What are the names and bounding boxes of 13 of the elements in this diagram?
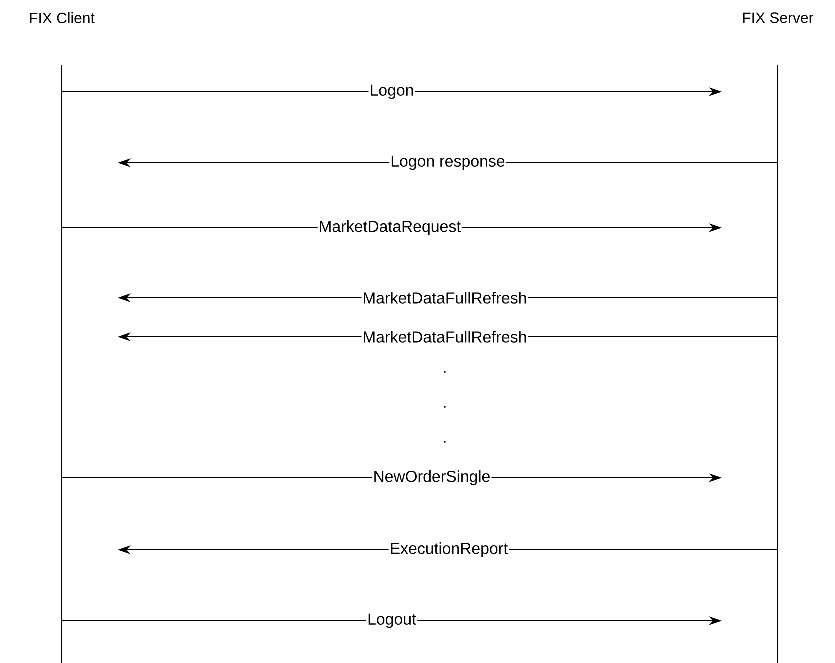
participant-label: FIX Server	[743, 12, 814, 24]
edge-label: MarketDataRequest	[318, 220, 462, 236]
edge-label: MarketDataFullRefresh	[362, 330, 528, 344]
edge-label: NewOrderSingle	[372, 470, 492, 486]
edge-label: MarketDataFullRefresh	[362, 291, 528, 305]
ellipsis-dot: .	[444, 371, 446, 373]
ellipsis-dot: .	[444, 406, 446, 408]
edge-label: ExecutionReport	[388, 542, 510, 558]
edge-label: Logout	[366, 612, 418, 630]
ellipsis-dot: .	[444, 441, 446, 443]
edge-label: Logon response	[390, 154, 506, 172]
participant-label: FIX Client	[30, 12, 95, 24]
edge-label: Logon	[368, 84, 416, 100]
